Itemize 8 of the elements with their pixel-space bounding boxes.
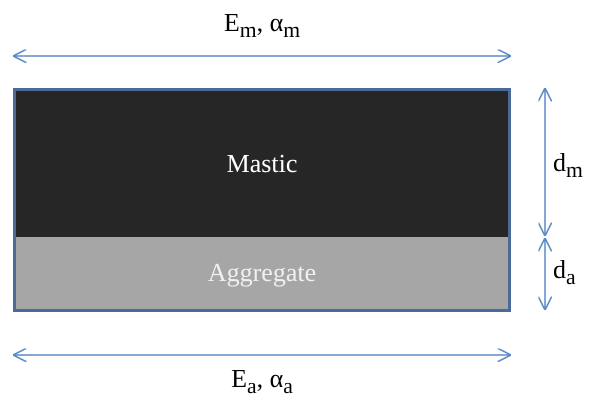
aggregate-layer <box>13 237 511 312</box>
mastic-layer <box>13 88 511 240</box>
dimension-label: E$_{m}$, α$_{m}$ <box>224 8 300 44</box>
dimension-label: d$_{a}$ <box>553 255 576 290</box>
layer-label: Mastic <box>226 149 298 179</box>
dimension-label: d$_{m}$ <box>553 148 583 184</box>
dimension-label: E$_{a}$, α$_{a}$ <box>231 364 293 400</box>
layer-label: Aggregate <box>208 258 316 288</box>
